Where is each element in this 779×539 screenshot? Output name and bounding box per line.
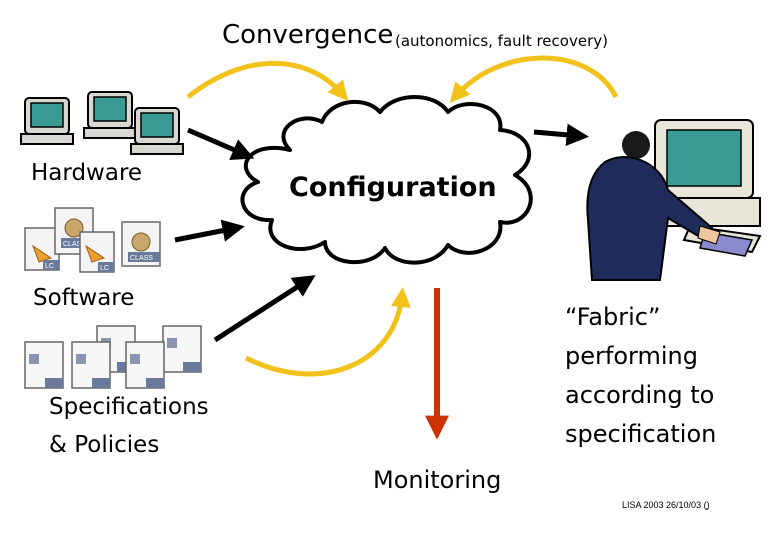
fabric-label-line2: performing (565, 342, 698, 370)
fabric-label-line1: “Fabric” (565, 303, 661, 331)
specifications-label: Specifications (49, 394, 209, 420)
convergence-arrow-left (186, 60, 349, 102)
lc-tag: LC (45, 263, 54, 270)
class-tag-2: CLASS (130, 255, 153, 262)
footer-note: LISA 2003 26/10/03 (̧) (622, 500, 710, 510)
hardware-computers-icon (20, 91, 184, 155)
specs-arrow (213, 275, 316, 343)
lc-tag-2: LC (100, 265, 109, 272)
configuration-label: Configuration (289, 172, 497, 203)
fabric-label-line4: specification (565, 420, 717, 448)
fabric-label-line3: according to (565, 381, 715, 409)
convergence-title: Convergence (222, 20, 394, 50)
configuration-cloud (240, 95, 533, 265)
software-arrow (174, 219, 245, 243)
monitoring-label: Monitoring (373, 466, 502, 494)
convergence-arrow-right (449, 55, 619, 104)
hardware-arrow (187, 127, 255, 160)
software-files-icon: LC CLASS LC CLASS (24, 207, 161, 273)
fabric-arrow (533, 123, 589, 147)
convergence-subtitle: (autonomics, fault recovery) (395, 32, 608, 50)
class-tag: CLASS (63, 241, 86, 248)
fabric-operator-icon (586, 119, 762, 281)
software-label: Software (33, 285, 135, 311)
policies-label: & Policies (49, 432, 160, 458)
spec-documents-icon (24, 325, 202, 389)
specs-feedback-arrow (244, 287, 411, 377)
hardware-label: Hardware (31, 160, 143, 186)
